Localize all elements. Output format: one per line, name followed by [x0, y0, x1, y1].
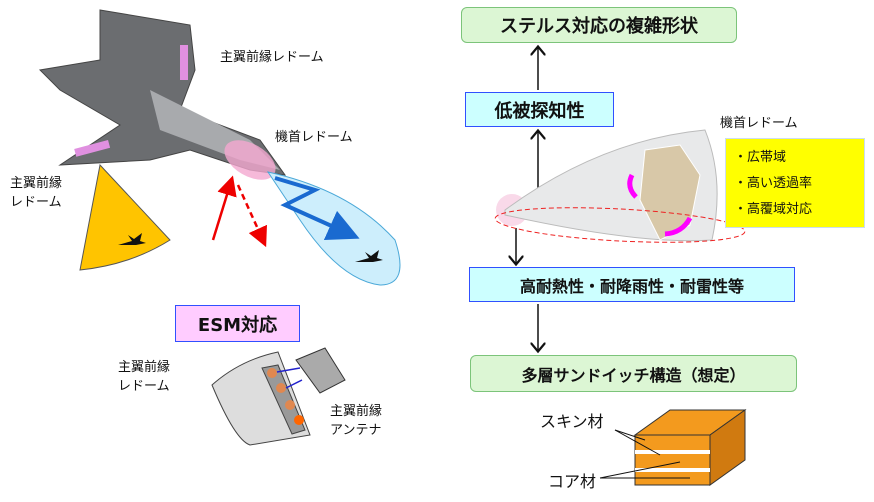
- wing-radome-label-left: 主翼前縁 レドーム: [10, 176, 63, 210]
- aircraft-icon: [355, 250, 383, 262]
- esm-radome-label: 主翼前縁 レドーム: [118, 360, 171, 394]
- sandwich-structure-box: 多層サンドイッチ構造（想定）: [470, 355, 797, 392]
- low-observable-box: 低被探知性: [465, 92, 614, 127]
- core-material-label: コア材: [548, 472, 597, 491]
- esm-antenna-label: 主翼前縁 アンテナ: [330, 404, 383, 438]
- stealth-shape-box: ステルス対応の複雑形状: [461, 7, 737, 43]
- nose-radome-label: 機首レドーム: [275, 130, 353, 145]
- radar-zigzag-arrow: [274, 176, 360, 241]
- nose-radome-label-right: 機首レドーム: [720, 116, 798, 131]
- wing-radome-label: 主翼前縁レドーム: [220, 50, 324, 65]
- incident-wave-arrow: [211, 175, 237, 241]
- sandwich-structure-illustration: [599, 409, 747, 486]
- wing-antenna-sketch: [211, 347, 346, 446]
- radome-features-box: ・広帯域 ・高い透過率 ・高覆域対応: [725, 138, 865, 228]
- nose-radome-illustration: [494, 129, 746, 243]
- reflected-wave-arrow: [236, 184, 267, 248]
- feature-item: ・高覆域対応: [734, 202, 813, 217]
- skin-material-label: スキン材: [540, 412, 604, 431]
- feature-item: ・広帯域: [734, 150, 787, 165]
- durability-box: 高耐熱性・耐降雨性・耐雷性等: [469, 267, 795, 302]
- aircraft-icon: [118, 233, 146, 245]
- wing-radome-coverage-cone: [79, 163, 171, 271]
- feature-item: ・高い透過率: [734, 176, 813, 191]
- esm-box: ESM対応: [175, 305, 300, 342]
- fighter-jet-illustration: [38, 9, 287, 180]
